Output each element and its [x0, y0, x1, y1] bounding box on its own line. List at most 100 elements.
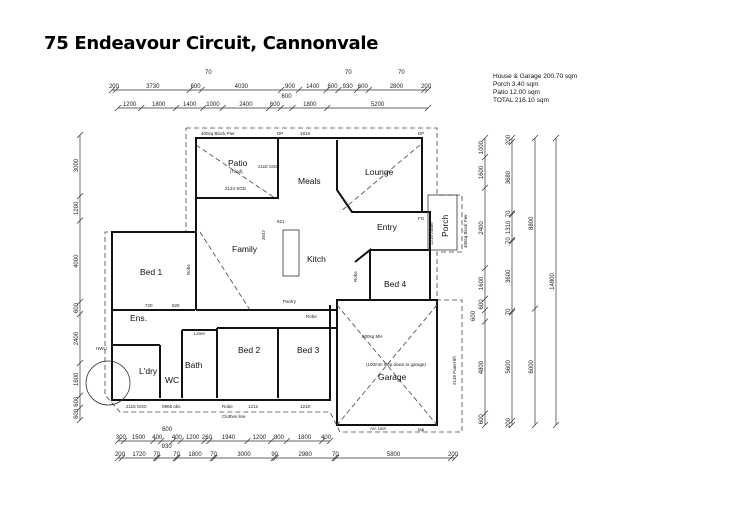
- window-1212: 1212: [248, 404, 259, 409]
- dim-tick: [76, 131, 84, 139]
- dim-label: 1600: [74, 372, 80, 386]
- dim-tick: [552, 134, 560, 142]
- dim-tick: [244, 437, 251, 445]
- dim-label: 600: [282, 94, 293, 100]
- dim-label: 70: [332, 452, 339, 458]
- clothes-line: Clothes line: [222, 414, 246, 419]
- dim-tick: [331, 454, 338, 462]
- dim-tick: [150, 437, 157, 445]
- dim-3547: 3547: [261, 229, 266, 240]
- door-820: 820: [172, 303, 180, 308]
- dim-tick: [174, 454, 181, 462]
- dim-tick: [508, 134, 516, 142]
- dim-tick: [283, 437, 291, 445]
- dim-label: 3000: [74, 158, 80, 172]
- dim-tick: [172, 454, 180, 462]
- dim-label: 600: [74, 302, 80, 313]
- dim-label: 1800: [152, 102, 166, 108]
- dim-label: 400: [172, 435, 183, 441]
- robe-bed3: Robe: [306, 314, 317, 319]
- dim-tick: [481, 421, 489, 429]
- dim-label: 930: [343, 84, 354, 90]
- dim-tick: [114, 437, 122, 445]
- dim-label: 900: [285, 84, 296, 90]
- dim-tick: [481, 153, 489, 161]
- robe-bed1: Robe: [186, 264, 191, 275]
- dim-label-70: 70: [345, 70, 352, 76]
- room-ens: Ens.: [130, 313, 147, 323]
- dim-label: 3600: [506, 269, 512, 283]
- area-porch: Porch 3.40 sqm: [493, 81, 539, 88]
- tap-label: tap: [418, 427, 425, 432]
- area-house-garage: House & Garage 200.70 sqm: [493, 73, 578, 80]
- dim-label: 1940: [222, 435, 236, 441]
- dim-label: 4000: [74, 254, 80, 268]
- hwu-label: HWU: [96, 346, 107, 351]
- dim-tick: [154, 454, 161, 462]
- dim-label: 5800: [387, 452, 401, 458]
- dim-label: 1200: [74, 201, 80, 215]
- room-lounge: Lounge: [365, 167, 394, 177]
- dim-tick: [201, 437, 208, 445]
- dim-label: 400: [321, 435, 332, 441]
- room-porch: Porch: [440, 215, 450, 237]
- dim-tick: [219, 104, 226, 112]
- dim-label: 2980: [298, 452, 312, 458]
- dim-label: 1000: [206, 102, 220, 108]
- dim-tick: [169, 437, 177, 445]
- dim-tick: [289, 104, 296, 112]
- room-patio: Patio: [228, 158, 248, 168]
- dim-label: 70: [173, 452, 180, 458]
- fg-label: FG: [418, 216, 425, 221]
- dim-label: 300: [116, 435, 127, 441]
- dim-tick: [206, 437, 213, 445]
- room-garage: Garage: [378, 372, 407, 382]
- dim-tick: [508, 417, 516, 425]
- room-meals: Meals: [298, 176, 321, 186]
- dim-tick: [481, 184, 489, 191]
- dim-label: 1200: [123, 102, 137, 108]
- dim-label: 800: [274, 435, 285, 441]
- dim-tick: [447, 454, 455, 462]
- dim-label: 1800: [188, 452, 202, 458]
- room-family: Family: [232, 244, 258, 254]
- window-0906: 0906 obs: [162, 404, 181, 409]
- room-bed4: Bed 4: [384, 279, 406, 289]
- dim-tick: [76, 359, 84, 367]
- dim-tick: [265, 104, 273, 112]
- room-bed2: Bed 2: [238, 345, 260, 355]
- dim-tick: [481, 318, 489, 325]
- dim-tick: [318, 437, 326, 445]
- dim-label: 1200: [186, 435, 200, 441]
- dim-label: 70: [506, 308, 512, 315]
- garage-door-label: 2148 Panel-lift: [452, 355, 457, 385]
- dim-tick: [76, 404, 84, 412]
- dim-tick: [120, 437, 128, 445]
- dim-tick: [323, 86, 330, 94]
- dim-label: 90: [271, 452, 278, 458]
- dim-821: 821: [277, 219, 285, 224]
- dim-label-70: 70: [398, 70, 405, 76]
- room-bed3: Bed 3: [297, 345, 319, 355]
- area-total: TOTAL 216.10 sqm: [493, 97, 549, 104]
- dim-tick: [76, 217, 84, 224]
- dim-label: 2400: [479, 221, 485, 235]
- dim-label: 8800: [529, 216, 535, 230]
- roof-outline: [104, 127, 463, 433]
- robe-bed4: Robe: [353, 271, 358, 282]
- dim-label: 4030: [235, 84, 249, 90]
- dim-tick: [157, 437, 165, 445]
- dim-label: 2400: [239, 102, 253, 108]
- dim-label: 1800: [303, 102, 317, 108]
- dim-label: 1800: [298, 435, 312, 441]
- dim-label: 1200: [253, 435, 267, 441]
- dim-tick: [508, 307, 516, 315]
- dim-tick: [326, 437, 334, 445]
- dim-tick: [481, 134, 489, 142]
- dim-tick: [424, 104, 432, 112]
- dim-tick: [270, 454, 278, 462]
- dim-label: 1310: [506, 220, 512, 234]
- dim-label: 200: [506, 417, 512, 428]
